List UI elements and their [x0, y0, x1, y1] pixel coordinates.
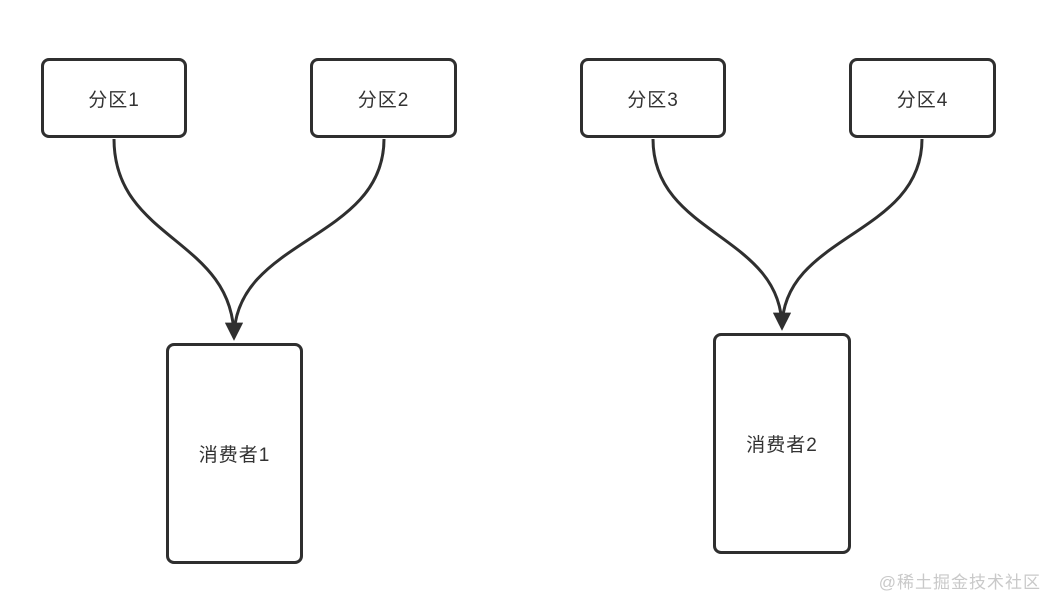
edge-partition4-consumer2 — [773, 138, 924, 331]
edge-partition2-consumer1 — [225, 138, 386, 341]
node-partition-4-label: 分区4 — [896, 89, 949, 111]
node-consumer-2: 消费者2 — [713, 333, 851, 554]
node-partition-3-label: 分区3 — [627, 89, 679, 111]
edge-partition1-consumer1 — [112, 138, 243, 341]
node-partition-3: 分区3 — [580, 58, 726, 138]
node-consumer-2-label: 消费者2 — [746, 435, 818, 456]
node-consumer-1-label: 消费者1 — [198, 445, 271, 466]
node-partition-4: 分区4 — [849, 58, 996, 138]
node-partition-2: 分区2 — [310, 58, 457, 138]
node-partition-1: 分区1 — [41, 58, 187, 138]
node-partition-2-label: 分区2 — [357, 89, 410, 111]
node-partition-1-label: 分区1 — [88, 89, 140, 111]
node-consumer-1: 消费者1 — [166, 343, 303, 564]
watermark: @稀土掘金技术社区 — [878, 573, 1041, 592]
edge-partition3-consumer2 — [651, 138, 791, 331]
